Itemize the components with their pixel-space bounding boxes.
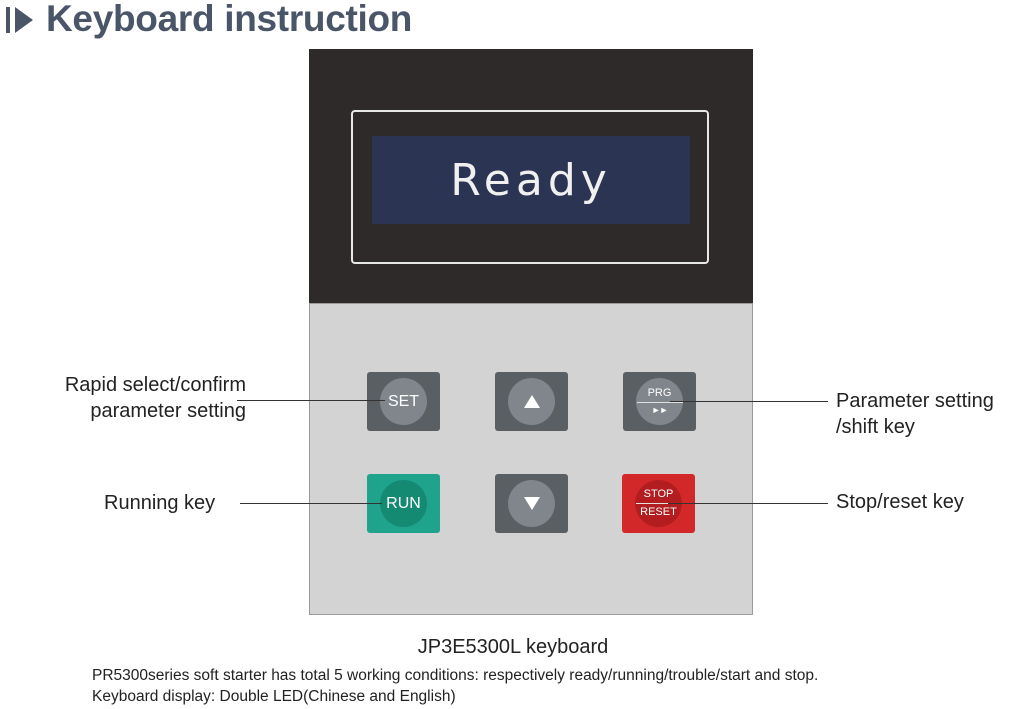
keyboard-keypad-panel — [309, 303, 753, 615]
up-key-circle — [508, 378, 555, 425]
lcd-frame — [351, 110, 709, 264]
page-title: Keyboard instruction — [46, 0, 413, 39]
caption-line-1: PR5300series soft starter has total 5 wo… — [92, 667, 819, 684]
set-key-circle: SET — [380, 378, 427, 425]
lcd-screen: Ready — [372, 136, 690, 224]
lcd-display-text: Ready — [450, 154, 612, 206]
run-key-circle: RUN — [380, 480, 427, 527]
prg-key-divider — [636, 402, 683, 403]
down-key[interactable] — [495, 474, 568, 533]
reset-key-label: RESET — [640, 506, 677, 518]
callout-set-line1: Rapid select/confirm — [64, 374, 246, 396]
arrow-down-icon — [523, 497, 540, 510]
set-key[interactable]: SET — [367, 372, 440, 431]
callout-set-leader — [237, 400, 385, 401]
callout-prg: Parameter setting /shift key — [836, 388, 994, 440]
callout-run-leader — [240, 503, 382, 504]
stop-key-divider — [635, 503, 682, 504]
callout-set: Rapid select/confirm parameter setting — [20, 372, 246, 424]
callout-stop: Stop/reset key — [836, 491, 964, 513]
callout-run: Running key — [104, 492, 216, 514]
callout-prg-leader — [670, 401, 828, 402]
callout-set-line2: parameter setting — [90, 400, 246, 422]
callout-stop-leader — [668, 503, 828, 504]
arrow-up-icon — [523, 395, 540, 408]
down-key-circle — [508, 480, 555, 527]
header-arrow-icon — [15, 7, 33, 33]
run-key-label: RUN — [386, 494, 421, 512]
callout-prg-line2: /shift key — [836, 416, 915, 438]
caption-line-2: Keyboard display: Double LED(Chinese and… — [92, 688, 456, 705]
fast-forward-icon: ►► — [651, 405, 669, 415]
stop-reset-key[interactable]: STOP RESET — [622, 474, 695, 533]
set-key-label: SET — [387, 392, 420, 410]
stop-key-label: STOP — [643, 488, 674, 500]
prg-key-label: PRG — [647, 387, 672, 399]
caption-title: JP3E5300L keyboard — [417, 636, 609, 658]
header-bar-icon — [6, 7, 10, 33]
up-key[interactable] — [495, 372, 568, 431]
callout-prg-line1: Parameter setting — [836, 390, 994, 412]
